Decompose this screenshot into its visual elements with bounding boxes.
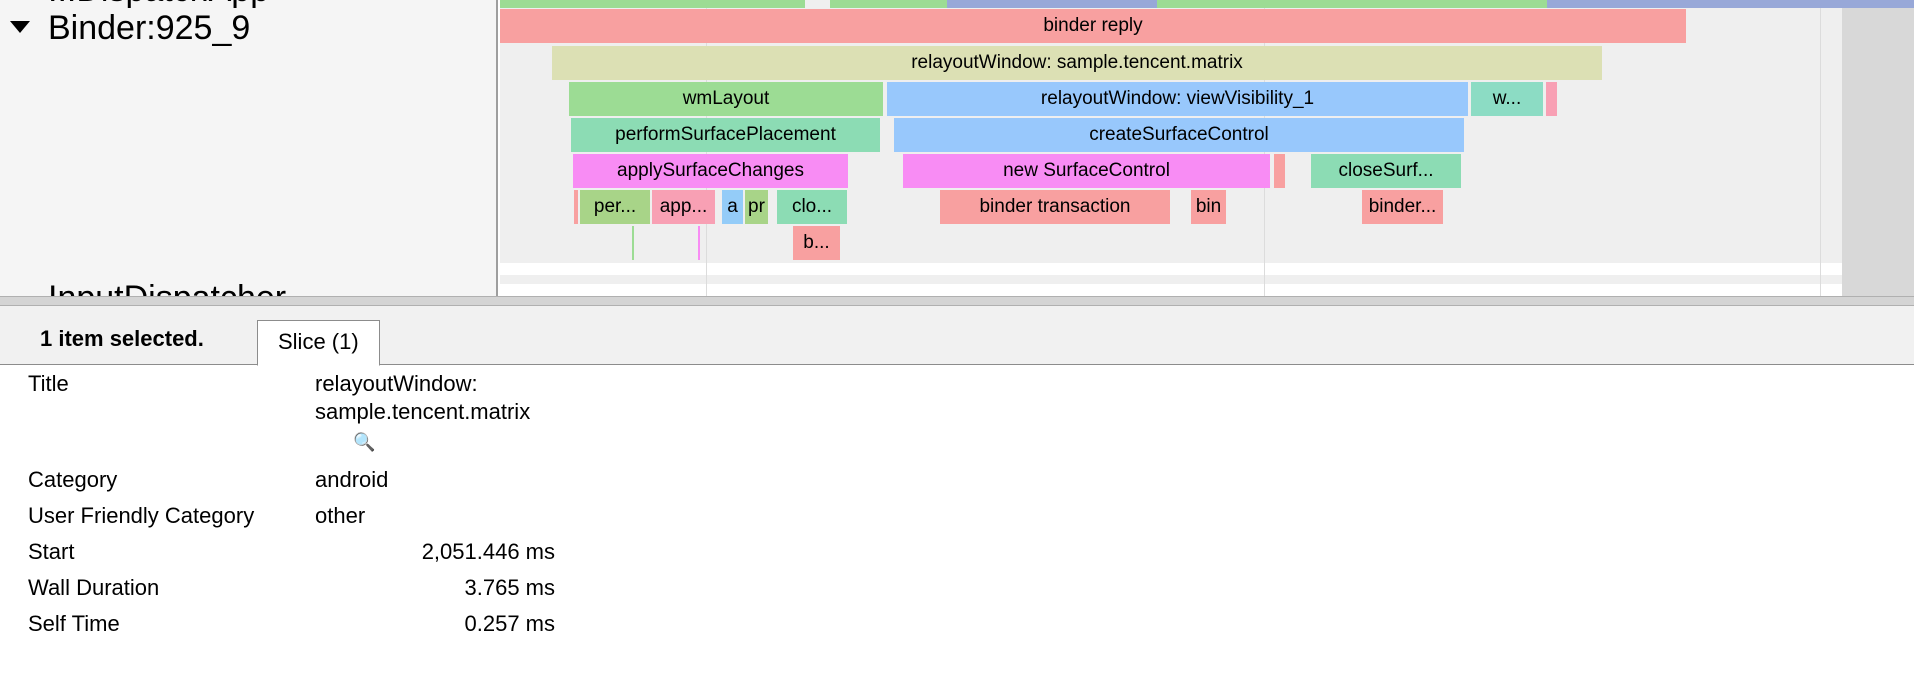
slice-tiny[interactable] [698,226,700,260]
detail-value: 3.765 ms [464,575,556,600]
thread-track-header[interactable]: Binder:925_9 [10,6,250,50]
slice-apply-surface-changes[interactable]: applySurfaceChanges [573,154,848,188]
prev-track-slice [1157,0,1547,8]
slice-new-surface-control[interactable]: new SurfaceControl [903,154,1270,188]
next-thread-label: InputDispatcher [48,276,286,296]
slice-binder-reply[interactable]: binder reply [500,9,1686,43]
track-label-column: ...DispatchApp Binder:925_9 InputDispatc… [0,0,498,296]
slice-pr[interactable]: pr [745,190,768,224]
detail-row-title: Title relayoutWindow: sample.tencent.mat… [28,370,555,466]
slice-binder-transaction[interactable]: binder transaction [940,190,1170,224]
detail-row-self-time: Self Time 0.257 ms [28,610,555,646]
slice-binder-truncated[interactable]: binder... [1362,190,1443,224]
slice-bin[interactable]: bin [1191,190,1226,224]
detail-value: 0.257 ms [464,611,556,636]
search-icon[interactable]: 🔍 [353,432,376,452]
slice-app-truncated[interactable]: app... [652,190,715,224]
slice-tiny[interactable] [574,190,578,224]
track-separator [500,284,1914,296]
prev-track-slice [947,0,1157,8]
slice-relayout-window-visibility[interactable]: relayoutWindow: viewVisibility_1 [887,82,1468,116]
slice-close-surf[interactable]: closeSurf... [1311,154,1461,188]
analysis-panel: 1 item selected. Slice (1) Title relayou… [0,306,1914,696]
detail-value: 2,051.446 ms [421,539,555,564]
prev-track-slice [830,0,947,8]
prev-track-slice [500,0,805,8]
detail-row-wall-duration: Wall Duration 3.765 ms [28,574,555,610]
detail-value: android [315,467,389,492]
detail-row-user-friendly-category: User Friendly Category other [28,502,555,538]
slice-b-truncated[interactable]: b... [793,226,840,260]
detail-key: User Friendly Category [28,503,255,528]
selection-summary: 1 item selected. [40,326,204,351]
slice-tiny[interactable] [1546,82,1557,116]
slice-tiny[interactable] [632,226,634,260]
analysis-tab-bar: 1 item selected. Slice (1) [0,306,1914,366]
slice-relayout-window-matrix[interactable]: relayoutWindow: sample.tencent.matrix [552,46,1602,80]
thread-name: Binder:925_9 [48,9,251,47]
slice-perform-surface-placement[interactable]: performSurfacePlacement [571,118,880,152]
tab-slice[interactable]: Slice (1) [257,320,380,366]
detail-value-title: relayoutWindow: sample.tencent.matrix [315,371,531,424]
detail-key: Wall Duration [28,575,160,600]
detail-key: Start [28,539,75,564]
slice-per-truncated[interactable]: per... [580,190,650,224]
detail-row-category: Category android [28,466,555,502]
previous-thread-label: ...DispatchApp [48,0,269,12]
track-separator [500,263,1914,275]
panel-splitter[interactable] [0,296,1914,306]
detail-key: Self Time [28,611,120,636]
slice-details-table: Title relayoutWindow: sample.tencent.mat… [28,370,555,646]
detail-key: Category [28,467,118,492]
track-area: ...DispatchApp Binder:925_9 InputDispatc… [0,0,1914,296]
slice-tiny[interactable] [1274,154,1285,188]
slice-create-surface-control[interactable]: createSurfaceControl [894,118,1464,152]
detail-row-start: Start 2,051.446 ms [28,538,555,574]
detail-value: other [315,503,366,528]
grid-line [1820,0,1821,296]
slice-clo-truncated[interactable]: clo... [777,190,847,224]
detail-key: Title [28,371,69,396]
timeline-track[interactable]: binder reply relayoutWindow: sample.tenc… [500,0,1914,296]
prev-track-slice [1547,0,1914,8]
slice-a[interactable]: a [722,190,743,224]
collapse-triangle-icon[interactable] [10,21,30,34]
out-of-range-shade [1842,0,1914,296]
slice-w-truncated[interactable]: w... [1471,82,1543,116]
slice-wm-layout[interactable]: wmLayout [569,82,883,116]
